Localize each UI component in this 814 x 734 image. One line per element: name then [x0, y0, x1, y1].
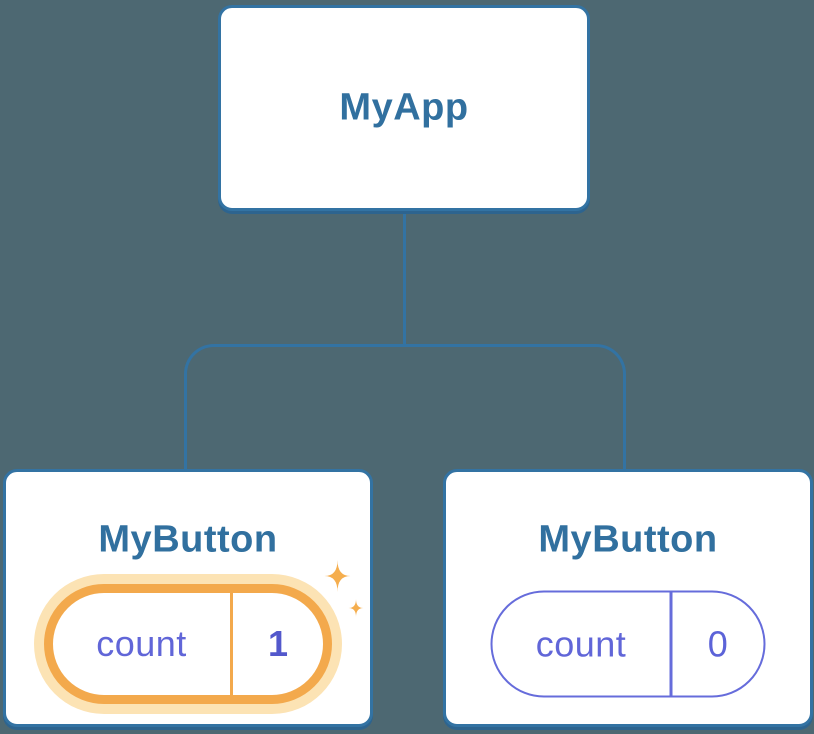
state-value: 0	[707, 623, 728, 664]
state-pill-highlighted: count 1	[44, 584, 332, 704]
tree-node-mybutton-left: MyButton count 1	[3, 469, 373, 727]
state-divider	[669, 592, 672, 696]
node-label-mybutton-right: MyButton	[538, 518, 718, 561]
tree-connector-branches	[184, 344, 626, 470]
sparkle-icon	[324, 560, 364, 617]
state-name: count	[535, 623, 627, 664]
state-divider	[230, 593, 233, 695]
tree-connector-trunk	[402, 210, 406, 345]
node-label-myapp: MyApp	[339, 86, 469, 129]
tree-node-myapp: MyApp	[218, 5, 590, 211]
tree-node-mybutton-right: MyButton count 0	[443, 469, 813, 727]
state-name: count	[96, 623, 187, 664]
node-label-mybutton-left: MyButton	[98, 518, 278, 561]
state-pill: count 0	[490, 590, 766, 698]
state-value: 1	[267, 623, 289, 664]
